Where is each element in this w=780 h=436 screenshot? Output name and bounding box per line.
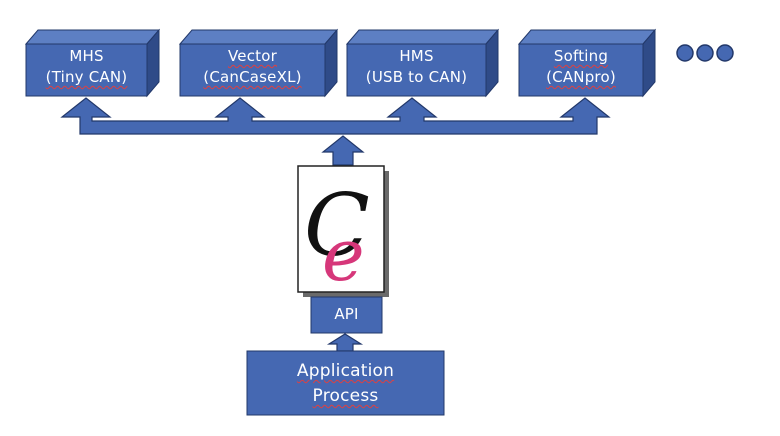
api-box: [310, 296, 383, 334]
device-box-hms: [345, 28, 500, 98]
ce-logo: C e: [297, 165, 389, 297]
device-label-mhs: MHS (Tiny CAN): [26, 46, 147, 88]
device-label-hms: HMS (USB to CAN): [347, 46, 486, 88]
device-model: (Tiny CAN): [45, 68, 128, 86]
device-name: Vector: [228, 47, 277, 65]
logo-to-bus-arrow: [321, 135, 365, 166]
app-to-api-arrow: [326, 333, 364, 352]
device-box-mhs: [24, 28, 161, 98]
application-line1: Application: [296, 361, 395, 381]
device-name: HMS: [399, 47, 434, 65]
device-name: Softing: [553, 47, 609, 65]
api-label: API: [334, 305, 359, 323]
application-line2: Process: [312, 386, 379, 406]
device-model: (CANpro): [546, 68, 616, 86]
device-name: MHS: [69, 47, 104, 65]
device-model: (USB to CAN): [365, 68, 468, 86]
device-box-vector: [178, 28, 339, 98]
svg-text:C: C: [304, 176, 370, 276]
more-devices-dots: [676, 44, 734, 62]
device-label-softing: Softing (CANpro): [519, 46, 643, 88]
application-label: Application Process: [247, 359, 444, 409]
device-label-vector: Vector (CanCaseXL): [180, 46, 325, 88]
device-model: (CanCaseXL): [203, 68, 302, 86]
bus-arrow: [60, 97, 611, 135]
svg-text:e: e: [322, 213, 365, 297]
device-box-softing: [517, 28, 657, 98]
application-box: [246, 350, 445, 416]
